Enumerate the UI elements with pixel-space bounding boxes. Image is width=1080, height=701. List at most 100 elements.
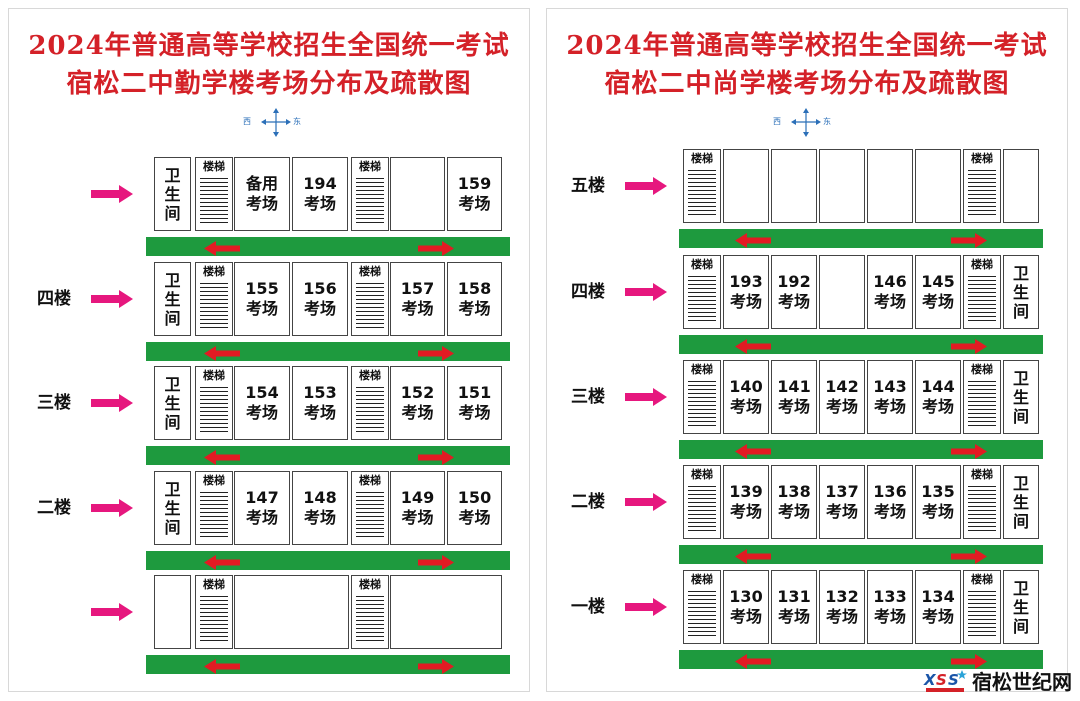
- staircase: 楼梯: [963, 360, 1001, 434]
- corridor: [679, 440, 1043, 459]
- watermark: X S S 宿松世纪网: [922, 666, 1072, 695]
- exam-room: 153 考场: [292, 366, 348, 440]
- room-label: 卫生间: [164, 374, 181, 432]
- right-title-line2: 宿松二中尚学楼考场分布及疏散图: [604, 69, 1010, 99]
- compass-east-label: 东: [293, 117, 301, 126]
- stairs-icon: [968, 486, 996, 534]
- svg-text:S: S: [948, 671, 959, 689]
- exam-room: 193 考场: [723, 255, 769, 329]
- stairs-icon: [968, 381, 996, 429]
- staircase-label: 楼梯: [971, 258, 993, 271]
- exam-room: 192 考场: [771, 255, 817, 329]
- room-label: 156 考场: [303, 279, 337, 318]
- room-label: 159 考场: [457, 174, 492, 213]
- staircase: 楼梯: [195, 262, 233, 336]
- room-label: 141 考场: [777, 377, 811, 416]
- entrance-arrow-icon: [91, 185, 133, 203]
- empty-room: [771, 149, 817, 223]
- stairs-icon: [968, 591, 996, 639]
- stairs-icon: [200, 387, 228, 435]
- exam-room: 155 考场: [234, 262, 290, 336]
- exam-room: 145 考场: [915, 255, 961, 329]
- exam-room: 139 考场: [723, 465, 769, 539]
- staircase-label: 楼梯: [203, 369, 225, 382]
- staircase: 楼梯: [195, 575, 233, 649]
- staircase-label: 楼梯: [971, 573, 993, 586]
- compass-icon: 西 东: [243, 107, 313, 143]
- staircase-label: 楼梯: [359, 474, 381, 487]
- staircase: 楼梯: [351, 366, 389, 440]
- restroom: 卫生间: [154, 366, 191, 440]
- room-label: 158 考场: [457, 279, 492, 318]
- stairs-icon: [688, 486, 716, 534]
- exam-room: 144 考场: [915, 360, 961, 434]
- staircase: 楼梯: [963, 255, 1001, 329]
- restroom: 卫生间: [1003, 360, 1039, 434]
- compass-west-label: 西: [243, 117, 251, 126]
- exam-room: 158 考场: [447, 262, 502, 336]
- staircase: 楼梯: [683, 570, 721, 644]
- staircase: 楼梯: [683, 255, 721, 329]
- staircase: 楼梯: [683, 360, 721, 434]
- restroom: 卫生间: [154, 471, 191, 545]
- exam-room: 194 考场: [292, 157, 348, 231]
- floor-label: 三楼: [37, 393, 71, 413]
- exam-room: 154 考场: [234, 366, 290, 440]
- corridor: [146, 551, 510, 570]
- corridor: [679, 335, 1043, 354]
- restroom: 卫生间: [1003, 465, 1039, 539]
- floor-label: 四楼: [37, 289, 71, 309]
- entrance-arrow-icon: [625, 598, 667, 616]
- compass-icon: 西 东: [773, 107, 843, 143]
- empty-room: [154, 575, 191, 649]
- exam-room: 137 考场: [819, 465, 865, 539]
- stairs-icon: [200, 596, 228, 644]
- exam-room: 136 考场: [867, 465, 913, 539]
- watermark-text: 宿松世纪网: [972, 670, 1072, 694]
- stairs-icon: [968, 170, 996, 218]
- floor-label: 二楼: [37, 498, 71, 518]
- room-label: 157 考场: [400, 279, 435, 318]
- staircase-label: 楼梯: [359, 160, 381, 173]
- exam-room: 138 考场: [771, 465, 817, 539]
- exam-room: 149 考场: [390, 471, 445, 545]
- room-label: 147 考场: [245, 488, 279, 527]
- site-logo-icon: X S S: [923, 669, 967, 692]
- exam-room: 143 考场: [867, 360, 913, 434]
- compass-east-label: 东: [823, 117, 831, 126]
- empty-room: [819, 255, 865, 329]
- stairs-icon: [356, 283, 384, 331]
- exam-room: 152 考场: [390, 366, 445, 440]
- corridor: [146, 446, 510, 465]
- room-label: 145 考场: [921, 272, 955, 311]
- restroom: 卫生间: [154, 157, 191, 231]
- room-label: 136 考场: [873, 482, 907, 521]
- room-label: 134 考场: [921, 587, 955, 626]
- staircase: 楼梯: [683, 465, 721, 539]
- room-label: 148 考场: [303, 488, 337, 527]
- empty-room: [390, 575, 502, 649]
- room-label: 153 考场: [303, 383, 337, 422]
- staircase-label: 楼梯: [691, 363, 713, 376]
- staircase-label: 楼梯: [203, 474, 225, 487]
- entrance-arrow-icon: [91, 603, 133, 621]
- floor-label: 一楼: [571, 597, 605, 617]
- staircase: 楼梯: [195, 366, 233, 440]
- room-label: 152 考场: [400, 383, 435, 422]
- staircase-label: 楼梯: [691, 152, 713, 165]
- right-panel: 2024年普通高等学校招生全国统一考试 宿松二中尚学楼考场分布及疏散图 西 东 …: [546, 8, 1068, 692]
- staircase-label: 楼梯: [691, 258, 713, 271]
- staircase-label: 楼梯: [359, 369, 381, 382]
- exam-room: 157 考场: [390, 262, 445, 336]
- entrance-arrow-icon: [625, 493, 667, 511]
- staircase-label: 楼梯: [691, 468, 713, 481]
- room-label: 卫生间: [164, 270, 181, 328]
- exam-room: 151 考场: [447, 366, 502, 440]
- room-label: 132 考场: [825, 587, 859, 626]
- corridor: [146, 655, 510, 674]
- room-label: 194 考场: [303, 174, 337, 213]
- entrance-arrow-icon: [625, 388, 667, 406]
- room-label: 142 考场: [825, 377, 859, 416]
- exam-room: 147 考场: [234, 471, 290, 545]
- staircase: 楼梯: [351, 157, 389, 231]
